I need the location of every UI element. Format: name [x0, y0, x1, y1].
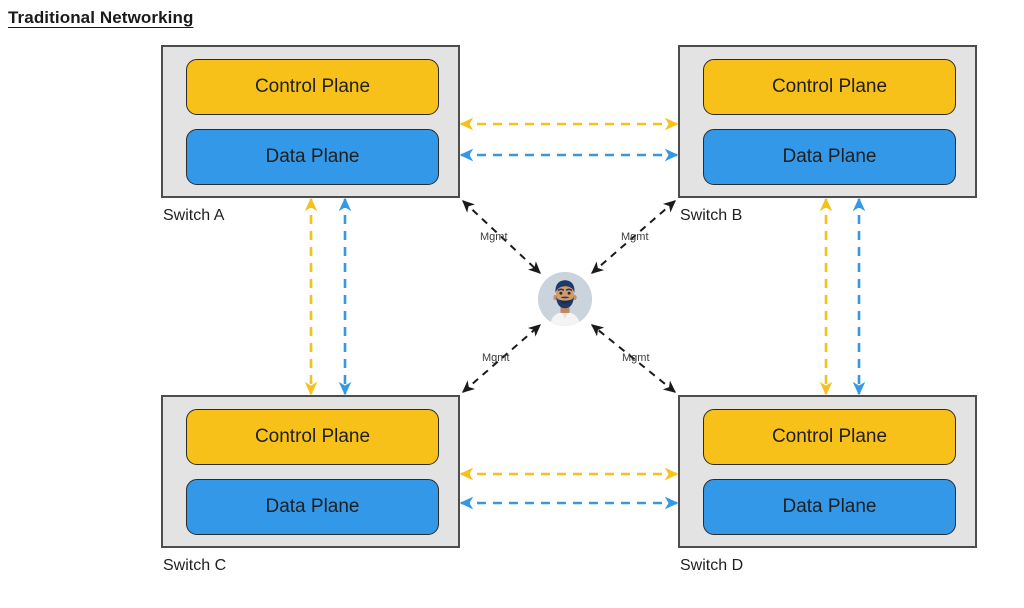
- mgmt-link-switch-c: [462, 324, 541, 393]
- switch-d-label: Switch D: [680, 557, 744, 574]
- mgmt-link-switch-a: [462, 200, 541, 274]
- network-administrator-avatar-icon[interactable]: [538, 272, 592, 326]
- switch-d-data-plane[interactable]: Data Plane: [703, 479, 956, 535]
- mgmt-link-switch-b: [591, 200, 676, 274]
- switch-a-chassis[interactable]: Control Plane Data Plane: [161, 45, 460, 198]
- switch-a-control-plane[interactable]: Control Plane: [186, 59, 439, 115]
- mgmt-label-switch-b: Mgmt: [621, 231, 649, 243]
- switch-c-chassis[interactable]: Control Plane Data Plane: [161, 395, 460, 548]
- mgmt-label-switch-c: Mgmt: [482, 352, 510, 364]
- switch-a-label: Switch A: [163, 207, 225, 224]
- mgmt-label-switch-d: Mgmt: [622, 352, 650, 364]
- switch-b-control-plane[interactable]: Control Plane: [703, 59, 956, 115]
- switch-d-control-plane[interactable]: Control Plane: [703, 409, 956, 465]
- switch-d-chassis[interactable]: Control Plane Data Plane: [678, 395, 977, 548]
- mgmt-link-switch-d: [590, 324, 677, 393]
- page-title: Traditional Networking: [8, 8, 194, 27]
- mgmt-label-switch-a: Mgmt: [480, 231, 508, 243]
- switch-c-data-plane[interactable]: Data Plane: [186, 479, 439, 535]
- switch-b-data-plane[interactable]: Data Plane: [703, 129, 956, 185]
- switch-c-control-plane[interactable]: Control Plane: [186, 409, 439, 465]
- switch-a-data-plane[interactable]: Data Plane: [186, 129, 439, 185]
- switch-c-label: Switch C: [163, 557, 227, 574]
- switch-b-chassis[interactable]: Control Plane Data Plane: [678, 45, 977, 198]
- switch-b-label: Switch B: [680, 207, 743, 224]
